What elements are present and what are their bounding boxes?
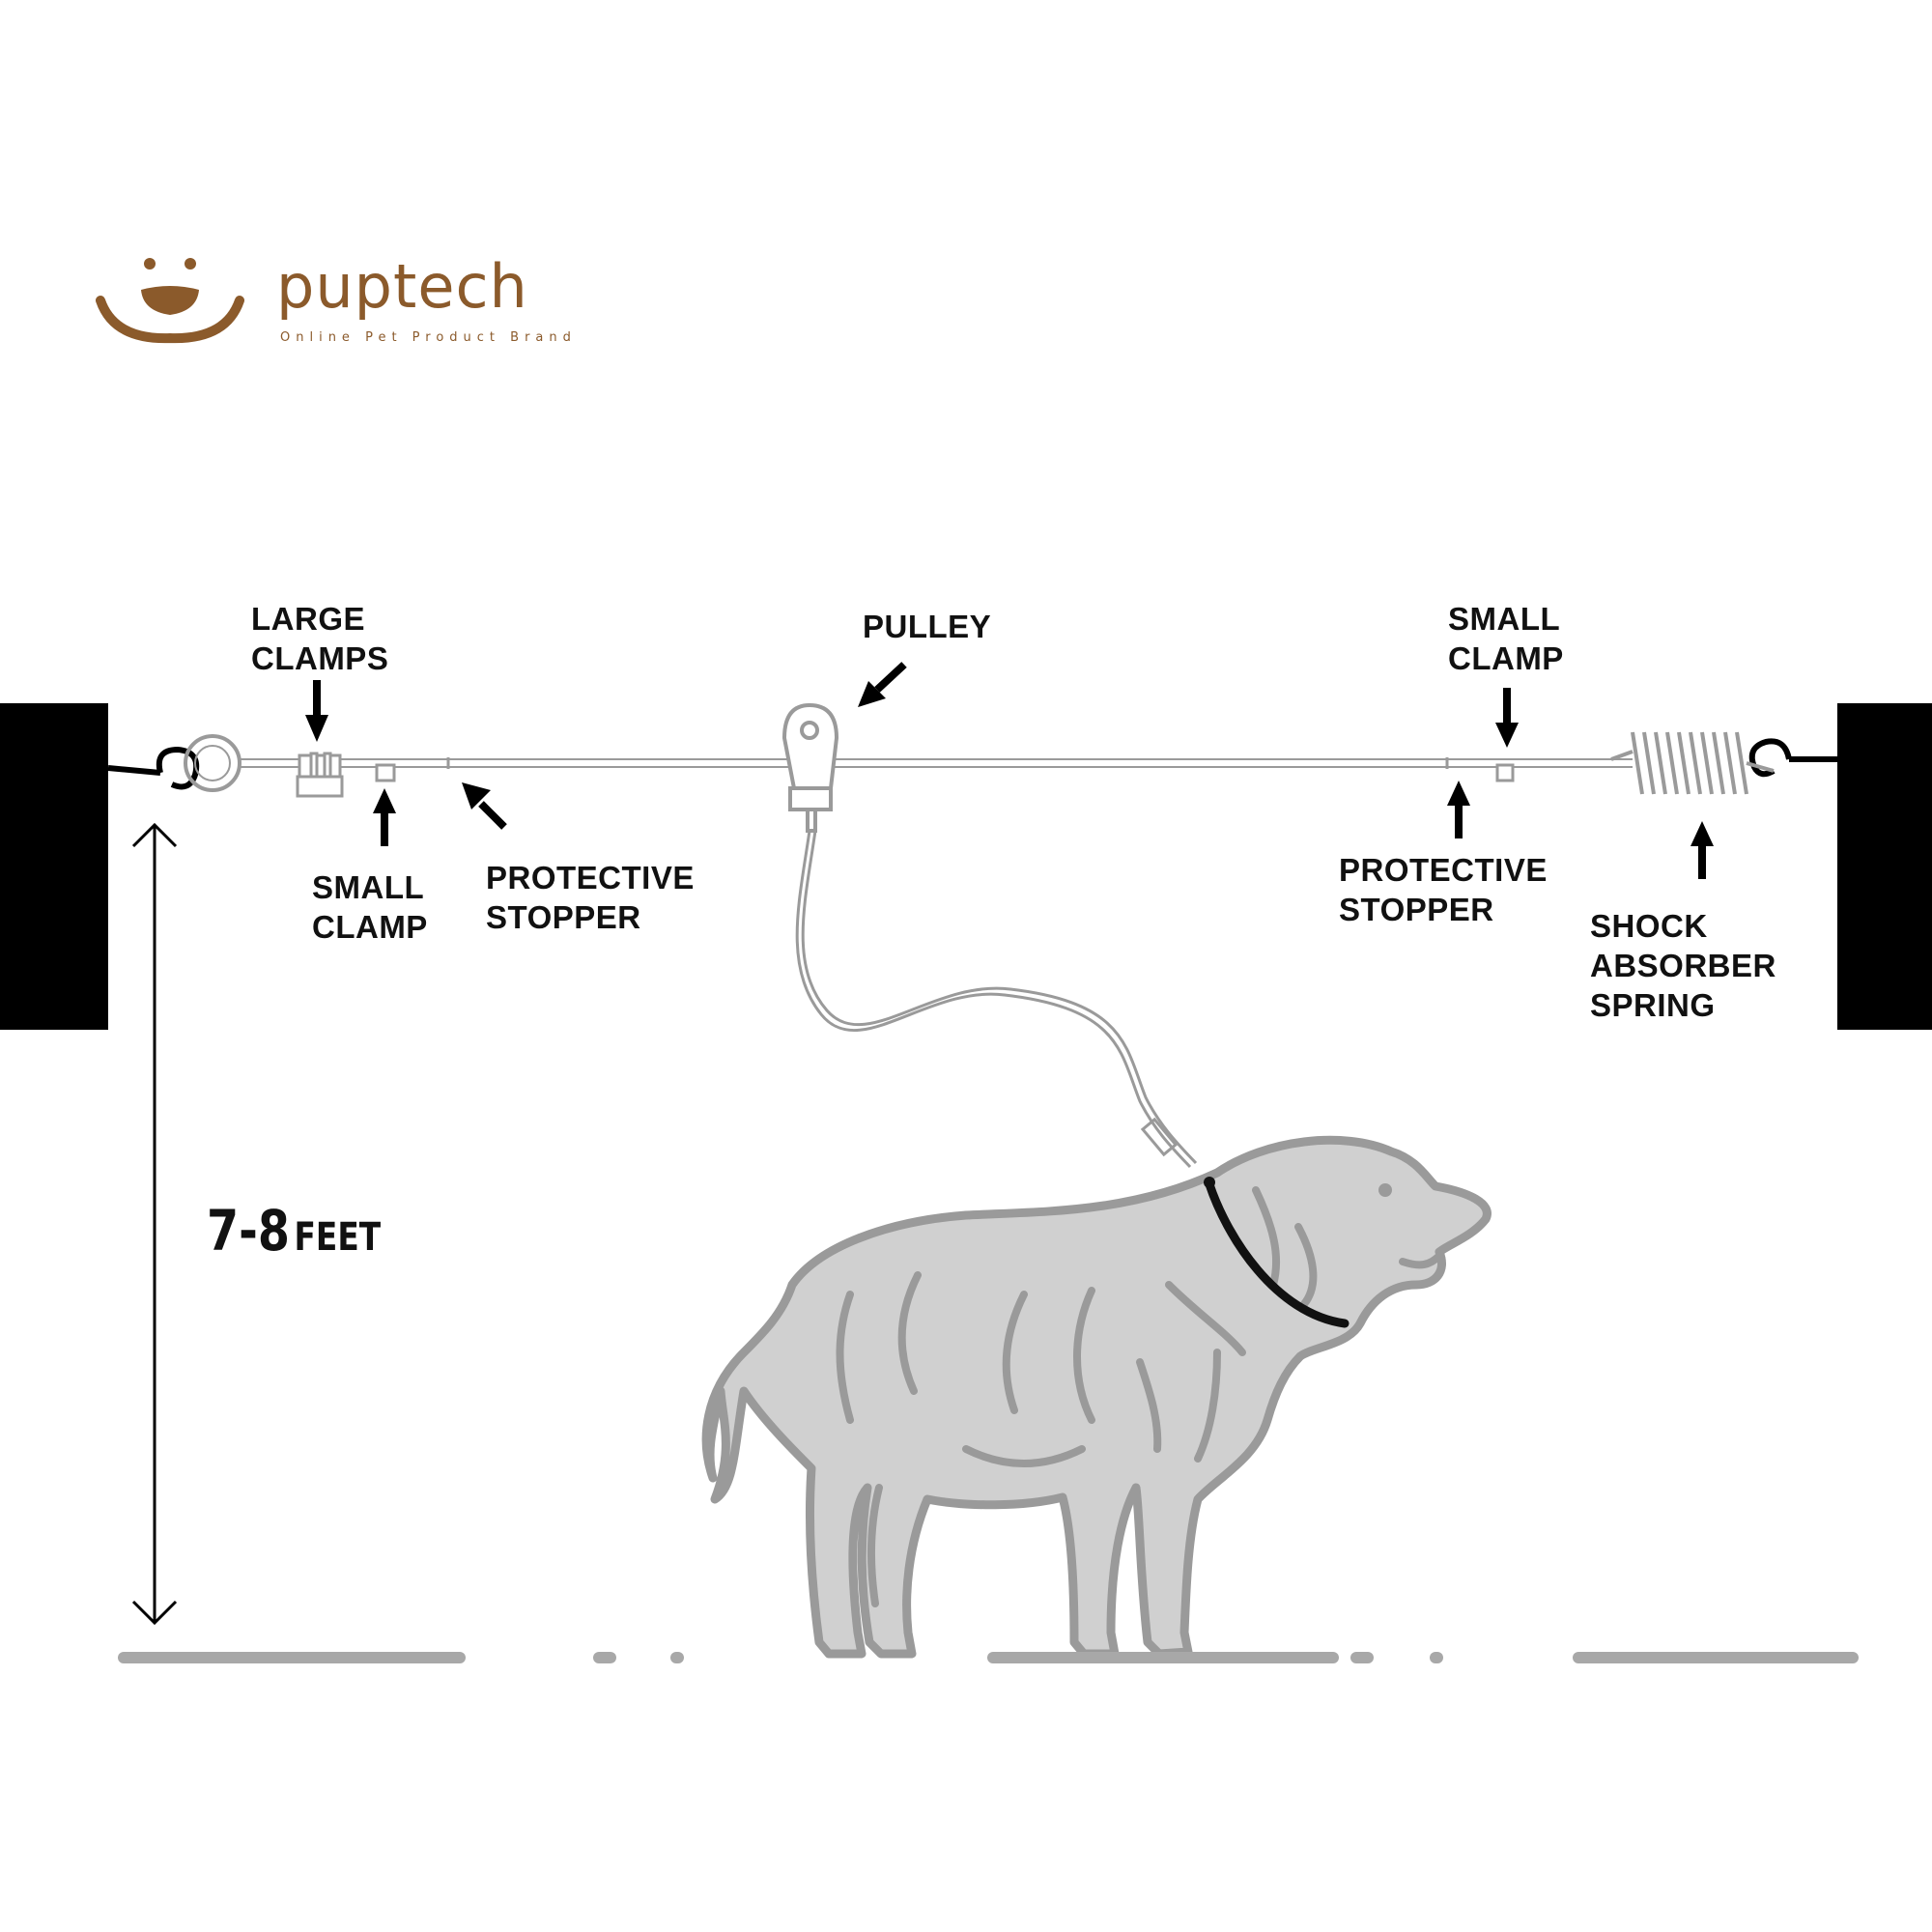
label-line: SPRING xyxy=(1590,987,1716,1023)
pulley xyxy=(781,702,839,833)
height-unit: FEET xyxy=(294,1215,382,1260)
label-line: SMALL xyxy=(312,869,425,905)
label-line: LARGE xyxy=(251,601,365,637)
shock-absorber-spring-arrow-icon xyxy=(1690,821,1714,879)
tie-out-cable xyxy=(795,830,1198,1169)
protective-stopper-right-arrow-icon xyxy=(1447,781,1470,838)
cable-ring xyxy=(184,734,242,792)
large-clamps-arrow-icon xyxy=(305,680,328,742)
label-line: CLAMP xyxy=(1448,640,1564,676)
label-line: CLAMPS xyxy=(251,640,389,676)
collar xyxy=(1205,1179,1350,1328)
height-label: 7-8 FEET xyxy=(207,1198,381,1264)
left-hook-icon xyxy=(107,746,200,790)
label-protective-stopper-right: PROTECTIVE STOPPER xyxy=(1339,850,1548,929)
label-line: ABSORBER xyxy=(1590,948,1776,983)
label-shock-absorber-spring: SHOCK ABSORBER SPRING xyxy=(1590,906,1776,1025)
pulley-arrow-icon xyxy=(858,662,907,707)
right-hook-icon xyxy=(1748,738,1837,778)
label-line: STOPPER xyxy=(486,899,641,935)
small-clamp-right-arrow-icon xyxy=(1495,688,1519,748)
label-small-clamp-right: SMALL CLAMP xyxy=(1448,599,1564,678)
label-line: CLAMP xyxy=(312,909,428,945)
label-line: SMALL xyxy=(1448,601,1561,637)
left-post xyxy=(0,703,108,1030)
dog-eye xyxy=(1378,1183,1392,1197)
label-line: STOPPER xyxy=(1339,892,1494,927)
large-clamps xyxy=(296,752,344,798)
label-line: PULLEY xyxy=(863,609,992,644)
small-clamp-right xyxy=(1495,763,1515,782)
brand-tagline: Online Pet Product Brand xyxy=(280,330,577,345)
label-pulley: PULLEY xyxy=(863,607,991,646)
protective-stopper-left-arrow-icon xyxy=(462,782,507,830)
label-protective-stopper-left: PROTECTIVE STOPPER xyxy=(486,858,695,937)
shock-absorber-spring xyxy=(1610,731,1775,795)
height-arrow-icon xyxy=(131,822,178,1626)
label-large-clamps: LARGE CLAMPS xyxy=(251,599,388,678)
height-value: 7-8 xyxy=(207,1198,290,1264)
small-clamp-left-arrow-icon xyxy=(373,788,396,846)
small-clamp-left xyxy=(375,763,396,782)
label-small-clamp-left: SMALL CLAMP xyxy=(312,867,428,947)
label-line: SHOCK xyxy=(1590,908,1708,944)
label-line: PROTECTIVE xyxy=(1339,852,1548,888)
label-line: PROTECTIVE xyxy=(486,860,695,895)
brand-name: puptech xyxy=(276,251,528,322)
right-post xyxy=(1837,703,1932,1030)
dog-illustration xyxy=(701,1135,1492,1659)
cable xyxy=(240,758,1633,768)
